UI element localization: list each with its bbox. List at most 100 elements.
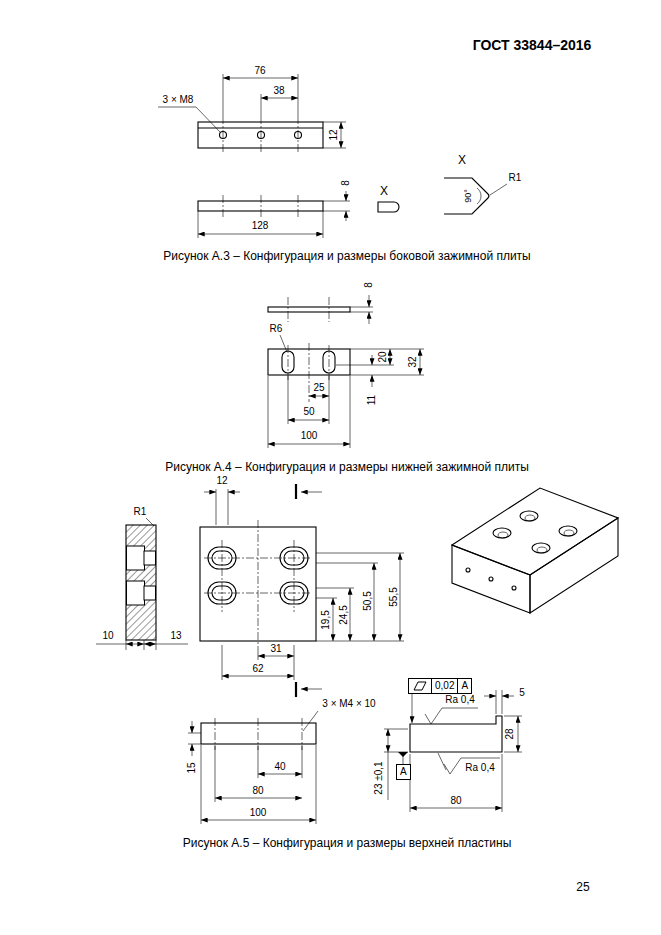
tolerance-frame: 0,02A — [408, 678, 472, 694]
upper-plate-isometric-line — [532, 543, 550, 553]
standard-title: ГОСТ 33844–2016 — [472, 38, 593, 52]
upper-plate-view-line — [216, 489, 228, 525]
upper-plate-isometric-line — [530, 518, 618, 613]
upper-plate-section-line — [146, 518, 154, 526]
upper-plate-front-line — [303, 711, 318, 731]
upper-plate-view-line — [222, 645, 294, 680]
frame-text: A — [457, 679, 471, 693]
upper-plate-side-line — [398, 752, 408, 757]
side-clamp-plate-line — [223, 195, 298, 217]
upper-plate-section-line — [144, 551, 156, 565]
upper-plate-isometric-line — [559, 526, 577, 536]
upper-plate-view-line — [204, 492, 216, 493]
dimension-text: 23 ±0,1 — [374, 760, 384, 795]
dimension-text: 80 — [449, 796, 462, 806]
upper-plate-side-line — [444, 758, 500, 774]
upper-plate-front-line — [188, 733, 201, 744]
lower-clamp-plate-line — [350, 307, 373, 312]
flatness-symbol — [413, 681, 427, 691]
upper-plate-view-line — [301, 492, 322, 493]
upper-plate-section — [96, 518, 188, 650]
view-letter: X — [457, 154, 467, 166]
upper-plate-side-line — [412, 693, 413, 723]
lower-clamp-plate-line — [268, 376, 350, 448]
upper-plate-side-line — [504, 716, 522, 752]
frame-text: 0,02 — [431, 679, 457, 693]
upper-plate-isometric-line — [564, 530, 574, 536]
dimension-text: 100 — [300, 431, 319, 441]
frame-text: A — [397, 765, 410, 779]
upper-plate-side-line — [410, 808, 502, 809]
upper-plate-section-line — [126, 525, 156, 640]
upper-plate-view-line — [228, 492, 240, 493]
dimension-text: 28 — [505, 727, 515, 740]
dimension-text: 55,5 — [389, 586, 399, 607]
side-clamp-plate-line — [158, 107, 220, 132]
dimension-text: 50 — [302, 407, 315, 417]
lower-clamp-plate-line — [369, 295, 370, 307]
dimension-text: 80 — [251, 786, 264, 796]
upper-plate-side-line — [496, 690, 502, 714]
upper-plate-side-line — [484, 696, 496, 697]
upper-plate-isometric-line — [525, 515, 535, 521]
datum-box: A — [396, 764, 411, 780]
upper-plate-isometric-line — [493, 528, 511, 538]
upper-plate-isometric — [452, 488, 618, 613]
dimension-text: 5 — [518, 688, 526, 698]
upper-plate-section-line — [127, 581, 145, 605]
dimension-text: 11 — [367, 394, 377, 406]
upper-plate-isometric-line — [452, 545, 530, 613]
page-number: 25 — [575, 881, 590, 893]
upper-plate-side-line — [425, 708, 478, 724]
dimension-text: 128 — [251, 221, 270, 231]
dimension-text: 12 — [215, 476, 228, 486]
roughness-text: Ra 0,4 — [444, 695, 475, 705]
roughness-text: Ra 0,4 — [464, 763, 495, 773]
upper-plate-front-line — [258, 774, 302, 775]
dimension-text: 8 — [364, 281, 374, 289]
upper-plate-front-line — [201, 723, 316, 744]
dimension-text: 38 — [272, 86, 285, 96]
upper-plate-view-line — [350, 588, 351, 641]
flatness-symbol — [409, 679, 431, 693]
dimension-text: 25 — [312, 383, 325, 393]
upper-plate-side-line — [384, 729, 408, 752]
upper-plate-view-line — [400, 553, 401, 641]
dimension-text: 50,5 — [363, 590, 373, 611]
upper-plate-front-line — [192, 744, 193, 756]
upper-plate-view-line — [258, 656, 294, 657]
upper-plate-isometric-line — [466, 568, 470, 572]
lower-clamp-plate-line — [288, 420, 329, 421]
lower-clamp-plate-line — [309, 396, 329, 397]
upper-plate-view-line — [301, 689, 322, 690]
upper-plate-section-line — [127, 546, 145, 570]
lower-clamp-plate-line — [390, 349, 391, 365]
dimension-text: 8 — [341, 179, 351, 187]
lower-clamp-plate-line — [336, 349, 424, 375]
upper-plate-section-line — [144, 644, 156, 645]
upper-plate-view-line — [374, 563, 375, 641]
upper-plate-section-line — [126, 640, 156, 650]
side-clamp-plate-line — [198, 211, 323, 238]
lower-clamp-plate-line — [268, 444, 350, 445]
side-clamp-plate-line — [223, 74, 298, 116]
upper-plate-side-line — [518, 716, 519, 752]
figure-caption: Рисунок А.5 – Конфигурация и размеры вер… — [182, 837, 513, 849]
upper-plate-side-line — [403, 756, 404, 764]
side-clamp-plate-line — [477, 188, 481, 204]
side-clamp-plate-line — [346, 211, 347, 221]
lower-clamp-plate-line — [288, 297, 329, 322]
lower-clamp-plate-line — [369, 312, 370, 324]
side-clamp-plate-line — [346, 191, 347, 201]
figure-caption: Рисунок А.3 – Конфигурация и размеры бок… — [162, 250, 532, 262]
dimension-text: 100 — [249, 808, 268, 818]
upper-plate-isometric-line — [537, 547, 547, 553]
upper-plate-side-line — [410, 716, 502, 752]
dimension-text: 62 — [251, 664, 264, 674]
upper-plate-front-line — [192, 721, 193, 733]
upper-plate-isometric-line — [520, 511, 538, 521]
upper-plate-isometric-line — [512, 586, 516, 590]
side-clamp-plate-line — [490, 184, 507, 195]
dimension-text: 76 — [253, 66, 266, 76]
lower-clamp-plate-line — [268, 307, 350, 312]
